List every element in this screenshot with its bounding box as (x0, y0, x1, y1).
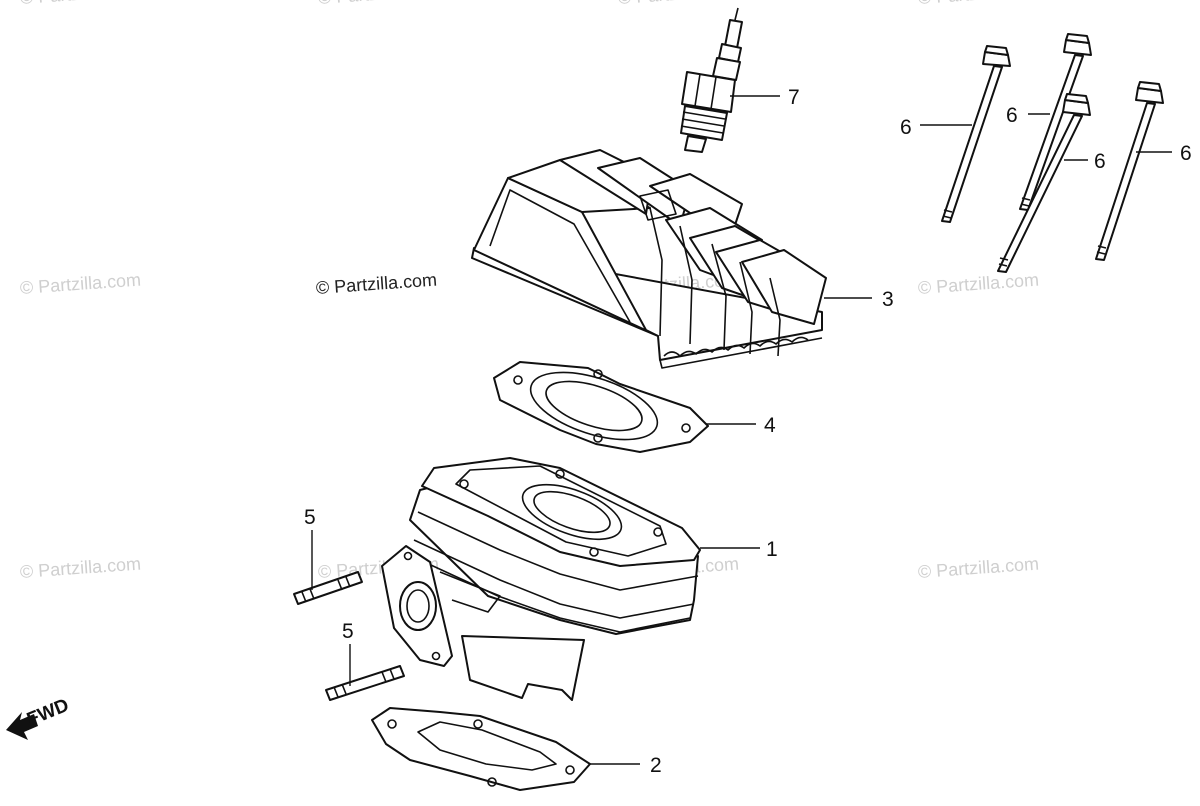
bolt-a (941, 45, 1011, 223)
bolt-b (1019, 33, 1092, 211)
callout-4: 4 (764, 414, 776, 437)
stud-upper (293, 571, 363, 605)
bolt-c (997, 93, 1091, 273)
callout-1: 1 (766, 538, 778, 561)
fwd-label: FWD (24, 695, 72, 731)
callout-2: 2 (650, 754, 662, 777)
spark-plug (680, 7, 743, 153)
callout-3: 3 (882, 288, 894, 311)
callout-6: 6 (1094, 150, 1106, 173)
cylinder (381, 457, 701, 701)
callout-6: 6 (900, 116, 912, 139)
forward-arrow-icon: FWD (6, 695, 72, 740)
stud-lower (325, 665, 405, 701)
cylinder-head (471, 149, 827, 369)
head-gasket (493, 361, 709, 453)
callout-7: 7 (788, 86, 800, 109)
callout-5: 5 (342, 620, 354, 643)
callout-6: 6 (1180, 142, 1192, 165)
bolt-d (1095, 81, 1164, 261)
callout-5: 5 (304, 506, 316, 529)
callout-6: 6 (1006, 104, 1018, 127)
base-gasket (371, 707, 591, 791)
